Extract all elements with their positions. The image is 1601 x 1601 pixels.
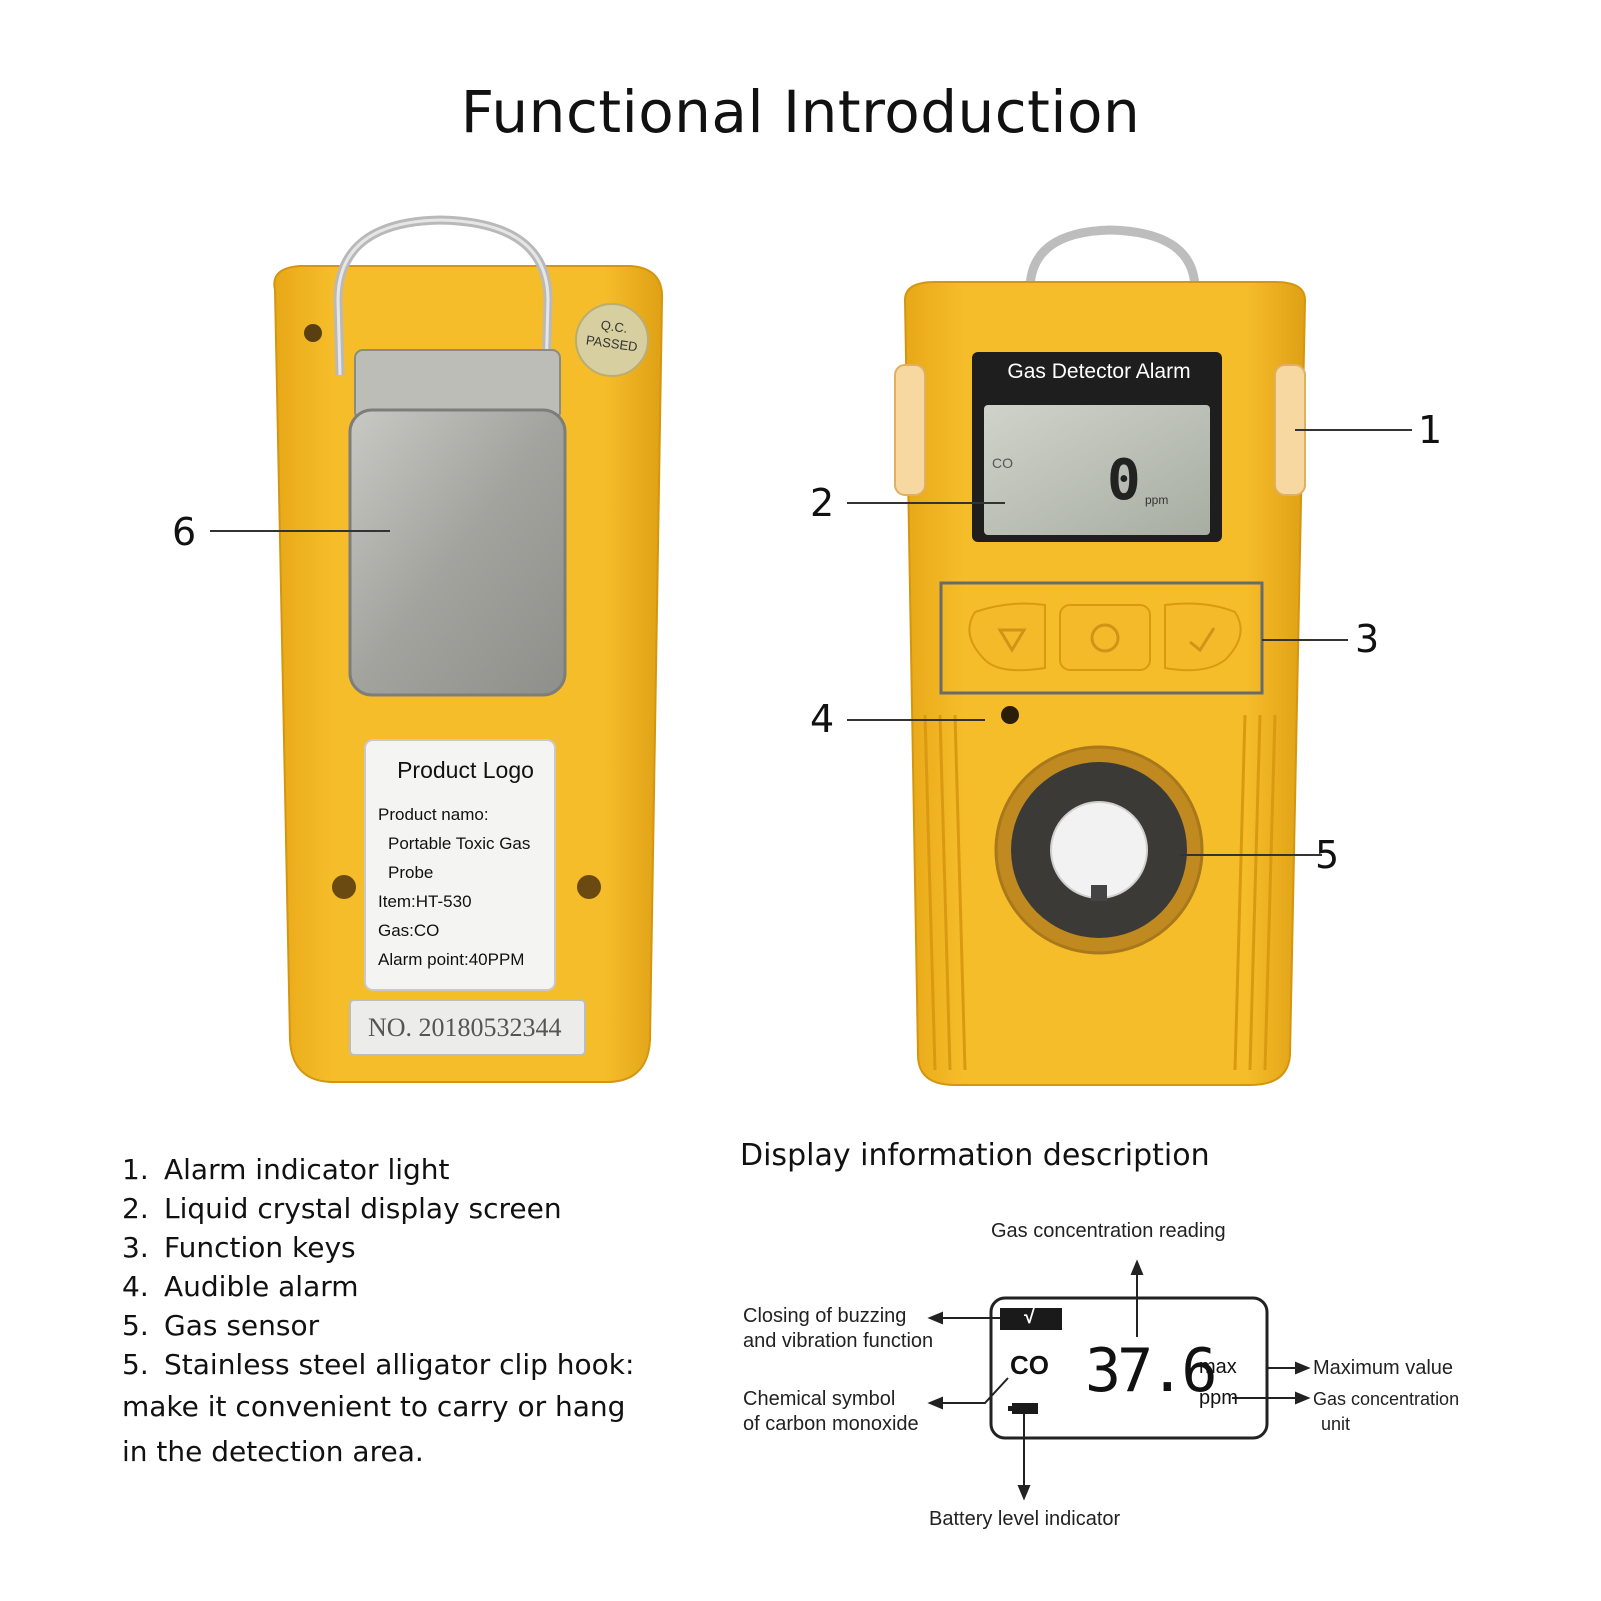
page-title: Functional Introduction (460, 78, 1141, 146)
front-device (847, 225, 1412, 1086)
serial-number: NO. 20180532344 (368, 1013, 562, 1042)
battery-label: Battery level indicator (929, 1508, 1121, 1530)
lcd-gas-symbol: CO (992, 455, 1013, 471)
label-logo: Product Logo (397, 757, 534, 783)
diagram-battery-icon (1012, 1403, 1038, 1414)
check-icon (1189, 627, 1216, 653)
label-line: Product namo: (378, 805, 489, 824)
screw (577, 875, 601, 899)
front-ring (1025, 225, 1200, 291)
diagram-gas-symbol: CO (1010, 1350, 1049, 1380)
list-item: 4.Audible alarm (122, 1270, 359, 1303)
callout-6: 6 (172, 510, 197, 554)
display-diagram (927, 1259, 1311, 1501)
callout-4: 4 (810, 697, 835, 741)
max-label: Maximum value (1313, 1357, 1454, 1379)
list-item: 5.Gas sensor (122, 1309, 320, 1342)
qc-sticker (575, 303, 649, 377)
list-item: 2.Liquid crystal display screen (122, 1192, 562, 1225)
callout-2: 2 (810, 481, 835, 525)
label-line: Gas:CO (378, 921, 440, 940)
screw (332, 875, 356, 899)
power-icon (1090, 623, 1120, 653)
back-device (210, 215, 664, 1083)
diagram-reading: 37.6 (1085, 1336, 1217, 1406)
function-key-power[interactable] (1059, 604, 1151, 671)
diagram-buzz-indicator (1000, 1308, 1062, 1330)
function-keys-box (939, 581, 1264, 695)
label-line: Alarm point:40PPM (378, 950, 525, 969)
reading-label: Gas concentration reading (991, 1220, 1226, 1242)
lcd-screen (984, 405, 1210, 535)
label-plate-content: Product Logo Product namo: Portable Toxi… (378, 757, 553, 974)
display-heading: Display information description (740, 1138, 1210, 1173)
function-key-confirm[interactable] (1164, 602, 1242, 672)
list-item: 1.Alarm indicator light (122, 1153, 450, 1186)
list-continuation: make it convenient to carry or hang (122, 1390, 626, 1423)
list-continuation: in the detection area. (122, 1435, 424, 1468)
lcd-reading: 0 (1107, 448, 1141, 513)
serial-plate (349, 999, 586, 1056)
callout-5: 5 (1315, 833, 1340, 877)
lcd-unit: ppm (1145, 493, 1169, 507)
screen-title: Gas Detector Alarm (1007, 360, 1191, 383)
function-key-down[interactable] (968, 602, 1046, 672)
diagram-unit: ppm (1199, 1387, 1238, 1409)
label-line: Item:HT-530 (378, 892, 472, 911)
label-plate (364, 739, 556, 991)
diagram-check-icon: √ (1024, 1306, 1035, 1328)
alligator-clip (348, 408, 567, 697)
feature-list: 1.Alarm indicator light 2.Liquid crystal… (122, 1150, 682, 1474)
unit-label: Gas concentration unit (1313, 1389, 1460, 1434)
down-arrow-icon (997, 628, 1027, 653)
callout-3: 3 (1355, 617, 1380, 661)
gas-sensor-element (1050, 801, 1148, 899)
label-line: Probe (388, 863, 434, 882)
chem-label: Chemical symbol of carbon monoxide (743, 1388, 919, 1435)
buzzer-hole (1001, 706, 1019, 724)
screw (304, 324, 322, 342)
list-item: 3.Function keys (122, 1231, 356, 1264)
label-line: Portable Toxic Gas (388, 834, 531, 853)
diagram-max: max (1199, 1356, 1237, 1378)
list-item: 5.Stainless steel alligator clip hook: (122, 1348, 635, 1381)
alarm-light-left (894, 364, 926, 496)
buzz-label: Closing of buzzing and vibration functio… (743, 1305, 934, 1352)
callout-1: 1 (1418, 408, 1443, 452)
